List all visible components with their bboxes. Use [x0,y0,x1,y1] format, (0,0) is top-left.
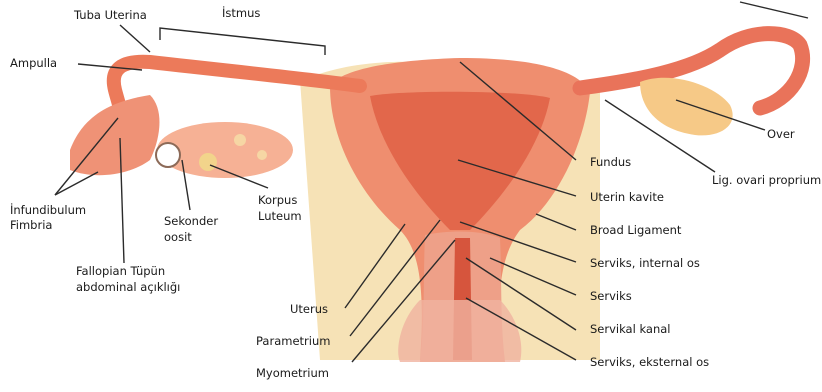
label-sekonder-line1: Sekonder [164,214,218,228]
right-ovary-shape [640,78,733,136]
corpus-luteum-shape [199,153,217,171]
label-serviks-internal-os: Serviks, internal os [590,256,700,270]
label-serviks-eksternal-os: Serviks, eksternal os [590,355,709,369]
follicle-shape [234,134,246,146]
label-servikal-kanal: Servikal kanal [590,322,671,336]
label-korpus-line2: Luteum [258,209,302,223]
leader-fimbria [55,172,98,195]
vagina-shape [398,300,521,362]
label-myometrium: Myometrium [256,366,329,380]
label-tuba-uterina: Tuba Uterina [74,8,147,22]
label-uterus: Uterus [290,302,328,316]
label-uterin-kavite: Uterin kavite [590,190,664,204]
follicle-shape [257,150,267,160]
leader-istmus [160,28,325,55]
label-serviks: Serviks [590,289,632,303]
label-ampulla: Ampulla [10,56,57,70]
label-parametrium: Parametrium [256,334,330,348]
label-istmus: İstmus [222,6,260,20]
label-fundus: Fundus [590,155,631,169]
label-korpus-line1: Korpus [258,193,297,207]
label-fallopian-line1: Fallopian Tüpün [76,264,165,278]
label-fallopian-line2: abdominal açıklığı [76,280,180,294]
leader-fimbria-right [740,2,808,18]
label-infundibulum: İnfundibulum [10,203,86,217]
label-over: Over [767,127,795,141]
left-fimbria-shape [70,95,159,175]
leader-tuba-uterina [120,25,150,52]
label-sekonder-line2: oosit [164,230,192,244]
label-lig-ovari-proprium: Lig. ovari proprium [712,173,821,187]
secondary-oocyte-shape [156,143,180,167]
label-broad-ligament: Broad Ligament [590,223,681,237]
label-fimbria: Fimbria [10,218,52,232]
